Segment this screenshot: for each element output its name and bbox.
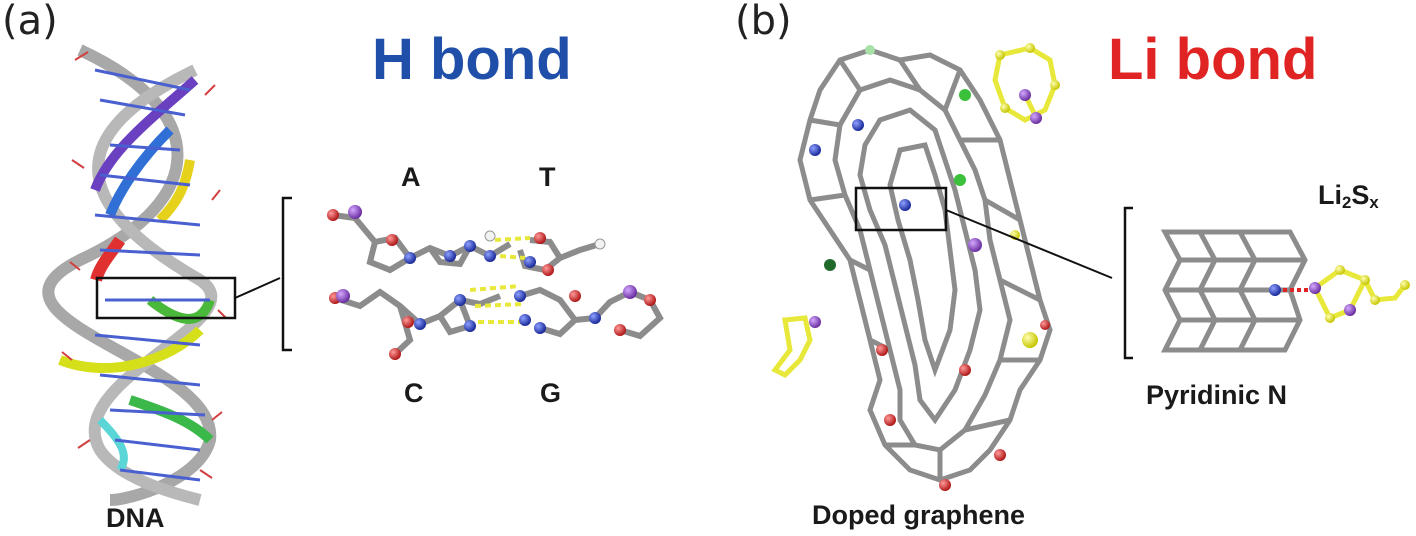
pyridinic-n-atom [1269,284,1281,296]
panel-b-label: (b) [735,0,792,44]
li-bond-title: Li bond [1108,27,1318,92]
pyridinic-n-label: Pyridinic N [1146,380,1288,410]
dna-helix [42,44,227,506]
base-c-label: C [404,378,424,408]
bracket-a [281,196,292,352]
zoom-connector-b [945,209,1113,279]
base-a-label: A [401,162,421,192]
base-g-label: G [540,378,562,408]
doped-graphene-label: Doped graphene [812,500,1026,530]
base-pair-molecule [332,212,664,357]
base-t-label: T [539,162,556,192]
graphene-dopant-atoms [809,45,1050,491]
li2sx-cluster-bound [1312,267,1407,322]
bracket-b [1123,206,1133,360]
graphene-selection-box [854,186,948,232]
base-pair-atoms [327,205,656,360]
h-bond-title: H bond [372,27,572,92]
li2sx-cluster-left [771,315,813,379]
li2sx-label: Li2Sx [1318,180,1379,213]
dna-label: DNA [106,503,165,533]
zoom-connector-a [234,277,281,299]
panel-a-label: (a) [2,0,58,44]
